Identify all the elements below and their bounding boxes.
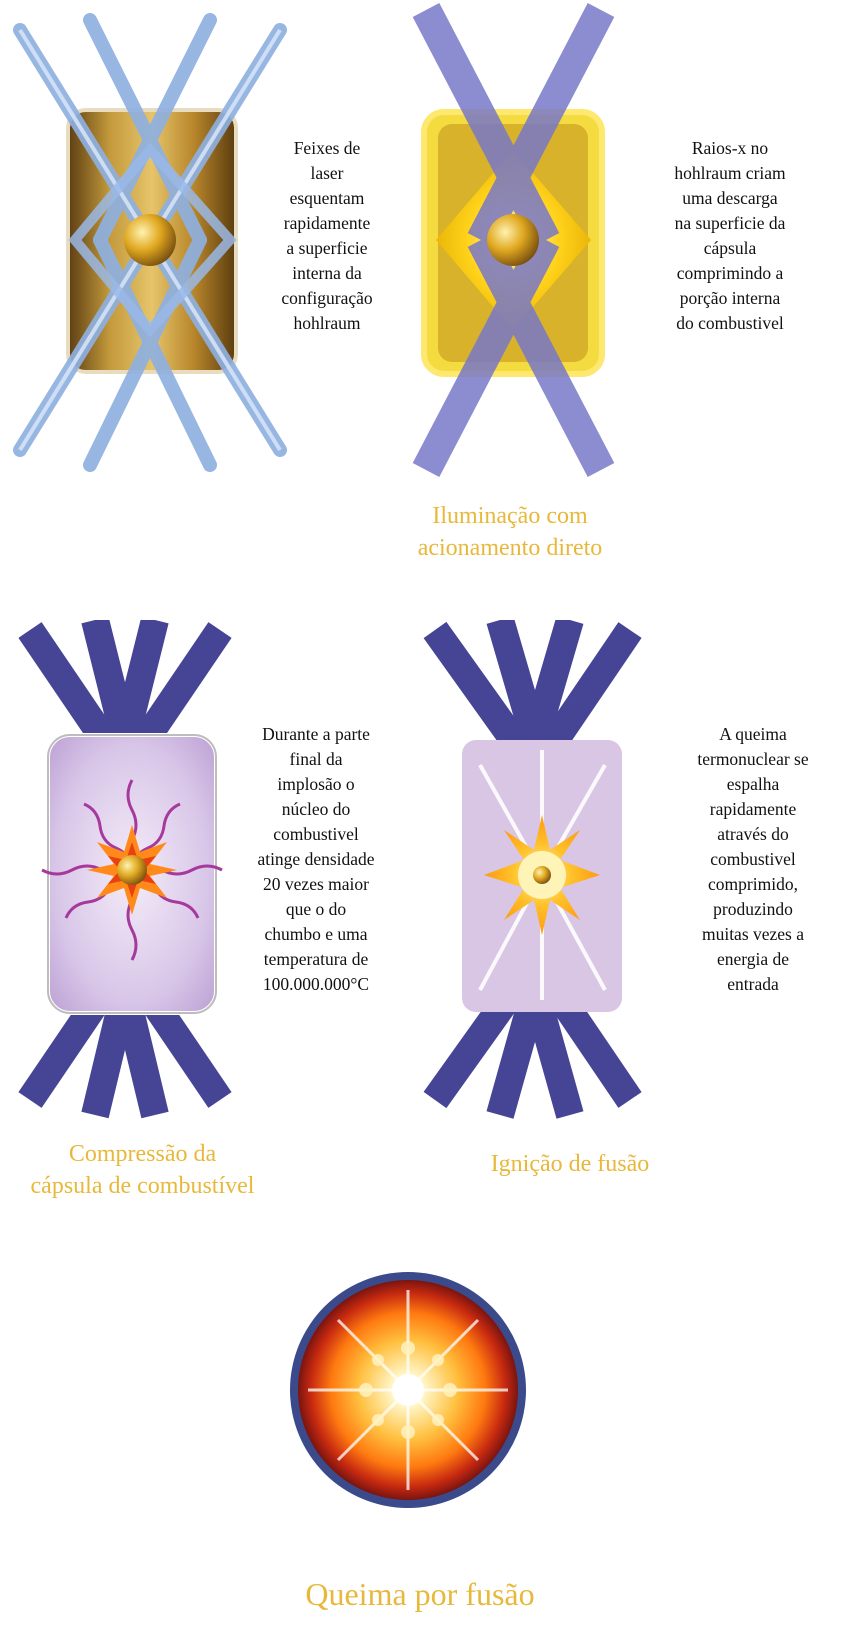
stage-2-description: Raios-x no hohlraum criam uma descarga n… bbox=[640, 136, 820, 336]
fusion-ignition-diagram bbox=[400, 620, 660, 1120]
stage-2-illustration bbox=[386, 0, 646, 480]
stage-3-caption: Compressão da cápsula de combustível bbox=[0, 1138, 285, 1202]
stage-4-caption: Ignição de fusão bbox=[455, 1148, 685, 1180]
stage-1-description: Feixes de laser esquentam rapidamente a … bbox=[252, 136, 402, 336]
stage-5-illustration bbox=[280, 1260, 540, 1520]
stage-4-illustration bbox=[400, 620, 660, 1120]
stage-2-caption: Iluminação com acionamento direto bbox=[380, 500, 640, 564]
fusion-burn-diagram bbox=[280, 1260, 540, 1520]
stage-5-caption: Queima por fusão bbox=[270, 1574, 570, 1614]
hohlraum-xray-diagram bbox=[386, 0, 646, 480]
stage-3-illustration bbox=[0, 620, 250, 1120]
capsule-compression-diagram bbox=[0, 620, 250, 1120]
stage-4-description: A queima termonuclear se espalha rapidam… bbox=[658, 722, 848, 997]
stage-3-description: Durante a parte final da implosão o núcl… bbox=[236, 722, 396, 997]
